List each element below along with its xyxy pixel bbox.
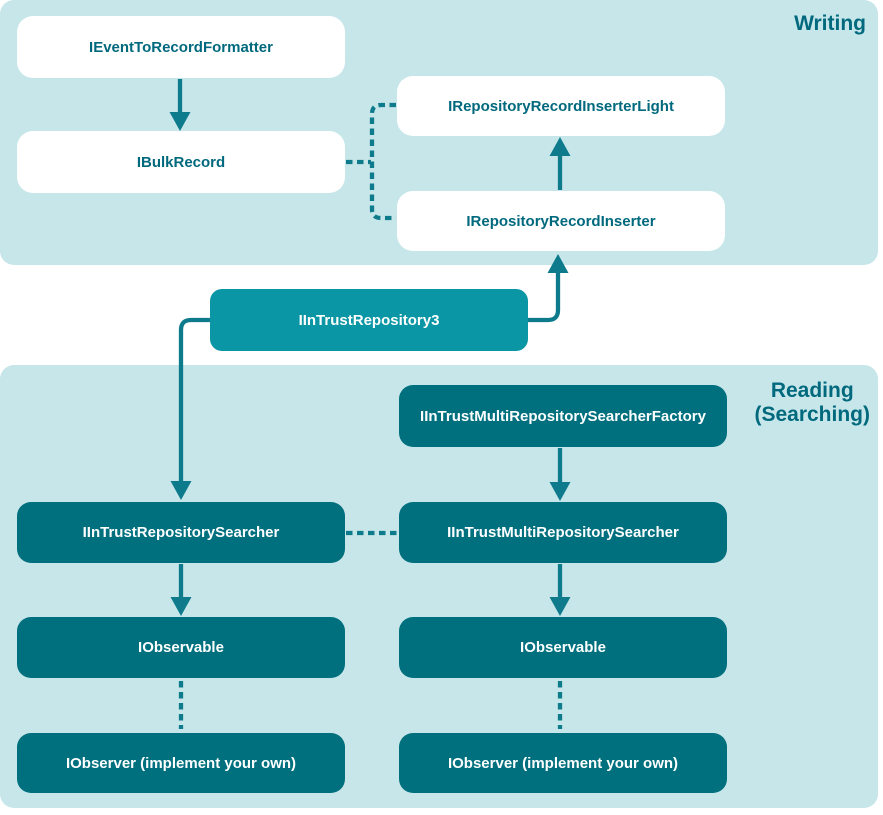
- node-repository-record-inserter: IRepositoryRecordInserter: [397, 191, 725, 251]
- node-observer-left: IObserver (implement your own): [17, 733, 345, 793]
- node-bulk-record: IBulkRecord: [17, 131, 345, 193]
- node-label: IEventToRecordFormatter: [89, 38, 273, 56]
- node-label: IObserver (implement your own): [447, 754, 679, 772]
- arrow-factory-to-multisearcher: [549, 448, 571, 501]
- arrow-repository3-to-inserter: [528, 254, 569, 323]
- node-label: IRepositoryRecordInserter: [466, 212, 656, 230]
- reading-title-line1: Reading: [770, 379, 854, 402]
- reading-title-line2: (Searching): [754, 403, 870, 426]
- node-label: IBulkRecord: [136, 153, 226, 171]
- node-intrust-multi-repository-searcher-factory: IInTrustMultiRepositorySearcherFactory: [399, 385, 727, 447]
- writing-section-title: Writing: [794, 12, 866, 35]
- node-label: IRepositoryRecordInserterLight: [448, 97, 674, 115]
- node-label: IInTrustMultiRepositorySearcher: [447, 524, 679, 541]
- node-label: IInTrustRepository3: [298, 311, 440, 329]
- dashed-bracket-bulkrecord-to-inserters: [346, 102, 396, 221]
- node-intrust-repository3: IInTrustRepository3: [210, 289, 528, 351]
- arrow-inserter-to-inserterlight: [549, 137, 571, 190]
- node-label: IObservable: [138, 639, 224, 656]
- node-label: IObserver (implement your own): [65, 754, 297, 772]
- node-intrust-repository-searcher: IInTrustRepositorySearcher: [17, 502, 345, 563]
- reading-section-title: Reading (Searching): [754, 379, 870, 427]
- node-observer-right: IObserver (implement your own): [399, 733, 727, 793]
- arrow-repository3-to-searcher: [170, 317, 210, 500]
- node-intrust-multi-repository-searcher: IInTrustMultiRepositorySearcher: [399, 502, 727, 563]
- arrow-formatter-to-bulkrecord: [169, 79, 191, 131]
- node-observable-right: IObservable: [399, 617, 727, 678]
- node-event-to-record-formatter: IEventToRecordFormatter: [17, 16, 345, 78]
- arrow-multisearcher-to-observable-right: [549, 564, 571, 616]
- node-label: IObservable: [520, 639, 606, 656]
- node-observable-left: IObservable: [17, 617, 345, 678]
- node-label: IInTrustMultiRepositorySearcherFactory: [420, 407, 706, 425]
- node-label: IInTrustRepositorySearcher: [82, 524, 280, 541]
- arrow-searcher-to-observable-left: [170, 564, 192, 616]
- node-repository-record-inserter-light: IRepositoryRecordInserterLight: [397, 76, 725, 136]
